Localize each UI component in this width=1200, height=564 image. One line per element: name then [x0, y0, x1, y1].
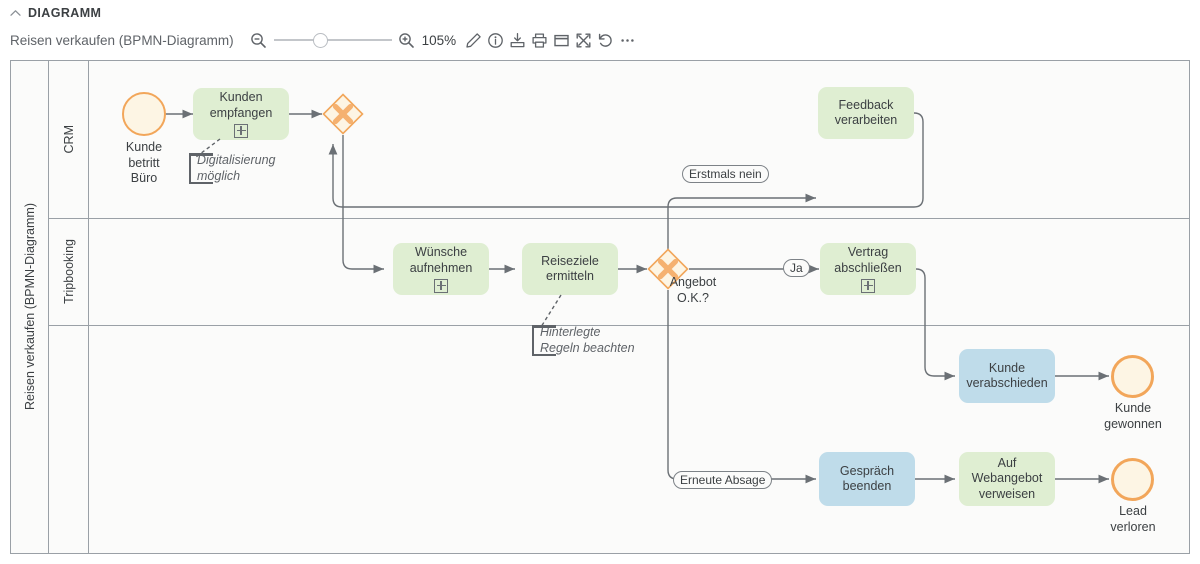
zoom-slider-track[interactable] [273, 33, 392, 49]
lane-label-crm: CRM [49, 61, 89, 218]
lane-separator-2 [49, 325, 1189, 326]
zoom-in-icon[interactable] [396, 29, 418, 51]
zoom-level-label: 105% [421, 32, 457, 48]
exclusive-gateway-2[interactable] [647, 248, 689, 290]
undo-icon[interactable] [594, 29, 616, 51]
diagram-canvas[interactable]: Reisen verkaufen (BPMN-Diagramm) CRM Tri… [10, 60, 1190, 554]
window-icon[interactable] [550, 29, 572, 51]
flow-gw2-nein-to-gespraech [667, 290, 816, 484]
info-icon[interactable] [484, 29, 506, 51]
section-title-label: DIAGRAMM [28, 6, 102, 20]
diagram-toolbar: Reisen verkaufen (BPMN-Diagramm) 105% [10, 28, 638, 52]
end-event-kunde-gewonnen[interactable] [1111, 355, 1154, 398]
end-event-lead-verloren[interactable] [1111, 458, 1154, 501]
print-icon[interactable] [528, 29, 550, 51]
flow-feedback-return-to-gw1 [328, 112, 924, 208]
flow-label-ja[interactable]: Ja [783, 259, 810, 277]
pool-label: Reisen verkaufen (BPMN-Diagramm) [11, 61, 49, 553]
fullscreen-icon[interactable] [572, 29, 594, 51]
diagram-header: DIAGRAMM Reisen verkaufen (BPMN-Diagramm… [0, 0, 1200, 56]
annotation-connector-1 [195, 138, 221, 158]
section-title: DIAGRAMM [10, 6, 101, 20]
flow-label-erstmals-nein[interactable]: Erstmals nein [682, 165, 769, 183]
zoom-slider-handle[interactable] [312, 33, 328, 49]
flow-erstmals-nein-to-feedback [667, 193, 816, 208]
lane-label-third [49, 325, 89, 553]
edit-icon[interactable] [462, 29, 484, 51]
more-icon[interactable] [616, 29, 638, 51]
diagram-name-label: Reisen verkaufen (BPMN-Diagramm) [10, 32, 234, 48]
subprocess-marker-icon [234, 123, 248, 138]
subprocess-marker-icon [434, 278, 448, 293]
lane-label-tripbooking: Tripbooking [49, 218, 89, 325]
exclusive-gateway-1[interactable] [322, 93, 364, 135]
flow-vertrag-to-verabschieden [915, 268, 955, 381]
download-icon[interactable] [506, 29, 528, 51]
flow-gw1-to-wuensche [342, 135, 384, 274]
lane-separator-1 [49, 218, 1189, 219]
subprocess-marker-icon [861, 278, 875, 293]
flow-label-erneute-absage[interactable]: Erneute Absage [673, 471, 773, 489]
start-event[interactable] [122, 92, 166, 136]
zoom-out-icon[interactable] [248, 29, 270, 51]
annotation-connector-2 [540, 294, 562, 328]
chevron-up-icon[interactable] [10, 6, 21, 20]
zoom-slider[interactable] [273, 33, 392, 49]
